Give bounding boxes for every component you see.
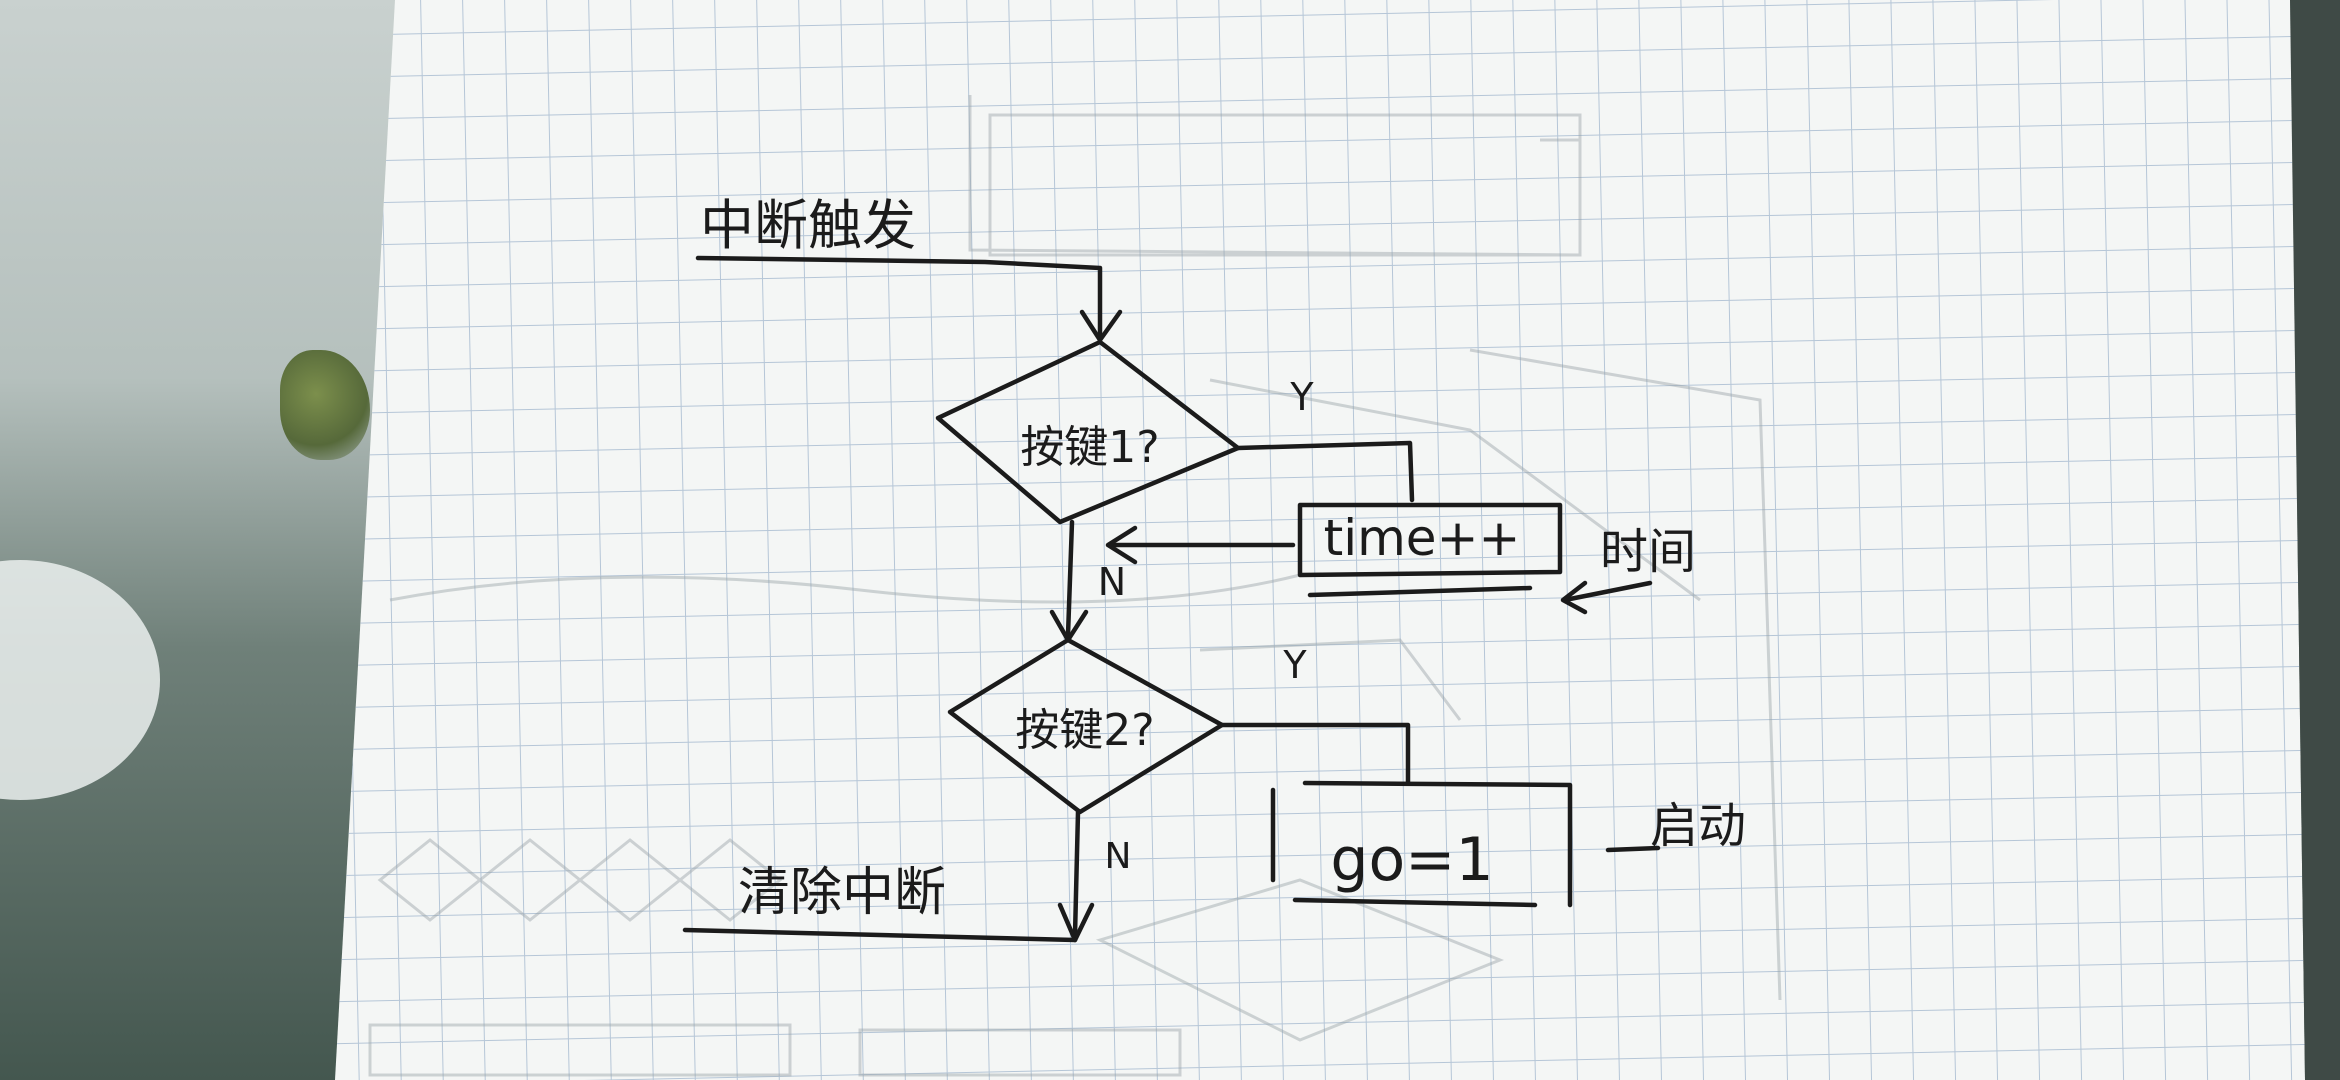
flowchart [682,255,1661,943]
process1-box-bottom [1307,585,1533,598]
process2-box-bottom [1292,897,1538,908]
process1-label: time++ [1324,509,1521,567]
desk-plant [280,350,370,460]
note2-label: 启动 [1650,798,1746,854]
decision1-yes-connector [1235,440,1415,503]
decision1-yes-label: Y [1289,375,1314,419]
decision1-no-connector [1065,519,1075,638]
process1-box [1297,502,1563,578]
paper-right-shadow [2290,0,2340,1080]
decision1-no-label: N [1098,560,1126,604]
loop-back-arrowhead [1105,525,1138,565]
note1-arrow [1562,580,1653,603]
decision2-no-label: N [1105,836,1132,877]
decision2-yes-label: Y [1282,643,1307,687]
note2-line [1605,845,1661,853]
decision2-no-connector [1072,809,1081,938]
erased-pencil-sketch [368,95,1782,1077]
note1-arrowhead [1560,580,1588,615]
flowchart-labels: 中断触发 按键1? Y time++ 时间 N 按键2? Y go=1 启动 N… [700,194,1746,923]
start-label: 中断触发 [700,194,916,257]
paper-grid [335,0,2305,1080]
decision1-label: 按键1? [1020,422,1159,473]
decision2-yes-connector [1219,722,1411,785]
end-label: 清除中断 [738,863,946,923]
process2-box-top [1302,780,1573,908]
end-connector [682,927,1078,943]
process2-label: go=1 [1330,825,1493,895]
start-connector [695,255,1103,338]
note1-label: 时间 [1600,524,1696,580]
decision2-label: 按键2? [1015,705,1154,756]
decision1-diamond [935,339,1241,525]
